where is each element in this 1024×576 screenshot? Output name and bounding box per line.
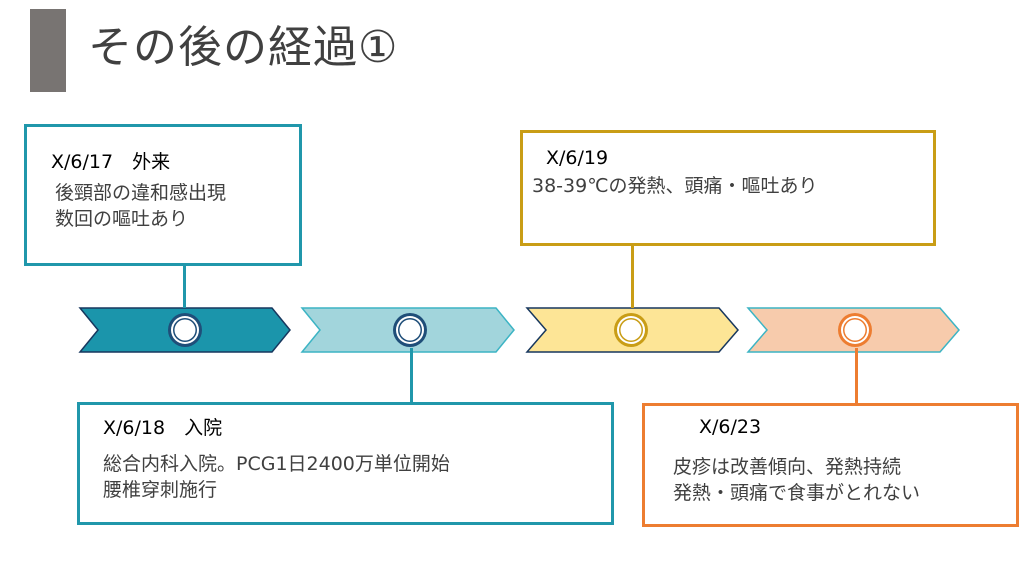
connector-3 [631, 245, 634, 308]
connector-4 [855, 348, 858, 403]
event-detail: 38-39℃の発熱、頭痛・嘔吐あり [532, 175, 818, 197]
event-detail: 後頸部の違和感出現 [55, 182, 227, 204]
milestone-marker-2 [393, 313, 427, 347]
page-title: その後の経過① [88, 22, 399, 73]
event-box-4: X/6/23 皮疹は改善傾向、発熱持続 発熱・頭痛で食事がとれない [642, 403, 1019, 527]
event-box-2: X/6/18 入院 総合内科入院。PCG1日2400万単位開始 腰椎穿刺施行 [77, 402, 614, 525]
milestone-marker-4 [838, 313, 872, 347]
milestone-marker-3 [614, 313, 648, 347]
event-detail: 腰椎穿刺施行 [103, 479, 218, 501]
connector-2 [410, 348, 413, 403]
event-date: X/6/17 外来 [51, 151, 171, 173]
event-detail: 発熱・頭痛で食事がとれない [673, 482, 921, 504]
milestone-marker-1 [168, 313, 202, 347]
event-detail: 数回の嘔吐あり [55, 208, 189, 230]
event-detail: 皮疹は改善傾向、発熱持続 [673, 456, 902, 478]
timeline-arrows [78, 307, 960, 353]
connector-1 [183, 264, 186, 308]
event-date: X/6/18 入院 [103, 417, 223, 439]
event-detail: 総合内科入院。PCG1日2400万単位開始 [103, 453, 450, 475]
event-box-3: X/6/19 38-39℃の発熱、頭痛・嘔吐あり [520, 130, 936, 246]
event-box-1: X/6/17 外来 後頸部の違和感出現 数回の嘔吐あり [24, 124, 302, 266]
event-date: X/6/19 [546, 147, 609, 169]
event-date: X/6/23 [699, 416, 762, 438]
title-accent-bar [30, 9, 66, 92]
